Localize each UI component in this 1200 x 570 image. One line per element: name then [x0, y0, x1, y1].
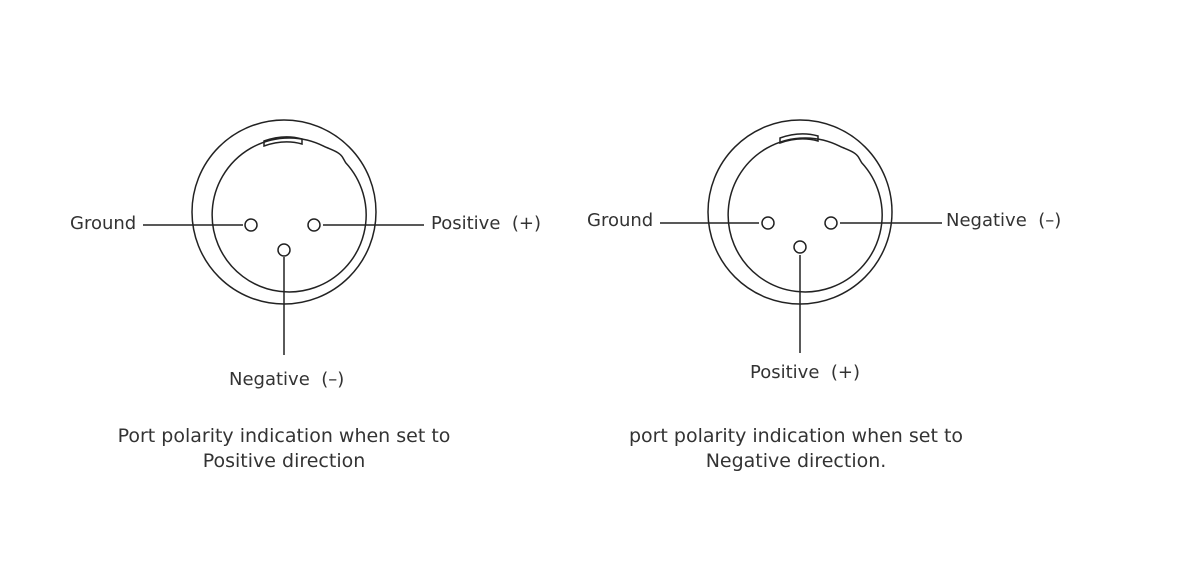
label-positive-right: Positive (+)	[431, 213, 541, 234]
caption-line-1: Port polarity indication when set to	[117, 425, 451, 447]
label-negative-bottom: Negative (–)	[229, 369, 345, 390]
caption-negative-direction: port polarity indication when set to Neg…	[566, 424, 1026, 474]
caption-line-2: Negative direction.	[705, 450, 887, 472]
label-negative-right: Negative (–)	[946, 210, 1062, 231]
label-ground-left: Ground	[587, 210, 654, 231]
connector-inner-shell	[211, 137, 367, 293]
label-positive-bottom: Positive (+)	[750, 362, 860, 383]
pin-bottom	[793, 240, 807, 254]
pin-ground	[761, 216, 775, 230]
pin-bottom	[277, 243, 291, 257]
connector-inner-shell	[727, 137, 883, 293]
pin-right	[307, 218, 321, 232]
caption-positive-direction: Port polarity indication when set to Pos…	[54, 424, 514, 474]
caption-line-1: port polarity indication when set to	[628, 425, 964, 447]
connector-latch-key	[779, 133, 819, 145]
label-ground-left: Ground	[70, 213, 137, 234]
caption-line-2: Positive direction	[202, 450, 366, 472]
pin-right	[824, 216, 838, 230]
pin-ground	[244, 218, 258, 232]
connector-latch-key	[263, 136, 303, 148]
